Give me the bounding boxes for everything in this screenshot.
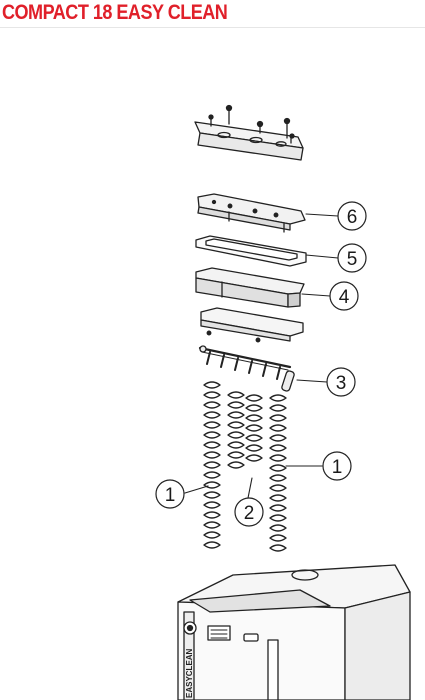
callout-2: 2 bbox=[234, 497, 264, 527]
callout-label: 4 bbox=[339, 287, 350, 308]
page-title: COMPACT 18 EASY CLEAN bbox=[2, 1, 228, 24]
callout-label: 1 bbox=[165, 485, 176, 506]
callout-6: 6 bbox=[337, 201, 367, 231]
callout-label: 6 bbox=[347, 207, 358, 228]
page-header: COMPACT 18 EASY CLEAN bbox=[0, 0, 425, 28]
callout-4: 4 bbox=[329, 281, 359, 311]
ice-machine-body bbox=[177, 564, 411, 700]
top-mounting-bracket bbox=[194, 104, 304, 161]
callout-label: 1 bbox=[332, 457, 343, 478]
callout-leader-lines bbox=[184, 213, 339, 499]
exploded-parts-diagram: 6 5 4 3 1 1 2 EASYCLEAN bbox=[155, 104, 411, 700]
part-6-plate bbox=[197, 193, 306, 233]
part-4-block bbox=[195, 267, 305, 308]
part-5-gasket bbox=[195, 235, 307, 267]
callout-5: 5 bbox=[337, 243, 367, 273]
heater-tray bbox=[200, 307, 304, 343]
callout-label: 5 bbox=[347, 249, 358, 270]
callout-1-left: 1 bbox=[155, 479, 185, 509]
machine-brand-label: EASYCLEAN bbox=[185, 648, 194, 698]
part-3-terminal-bar bbox=[198, 345, 295, 392]
callout-label: 2 bbox=[244, 503, 255, 524]
callout-1-right: 1 bbox=[322, 451, 352, 481]
heating-element-coils bbox=[203, 381, 287, 552]
callout-label: 3 bbox=[336, 373, 347, 394]
callout-3: 3 bbox=[326, 367, 356, 397]
